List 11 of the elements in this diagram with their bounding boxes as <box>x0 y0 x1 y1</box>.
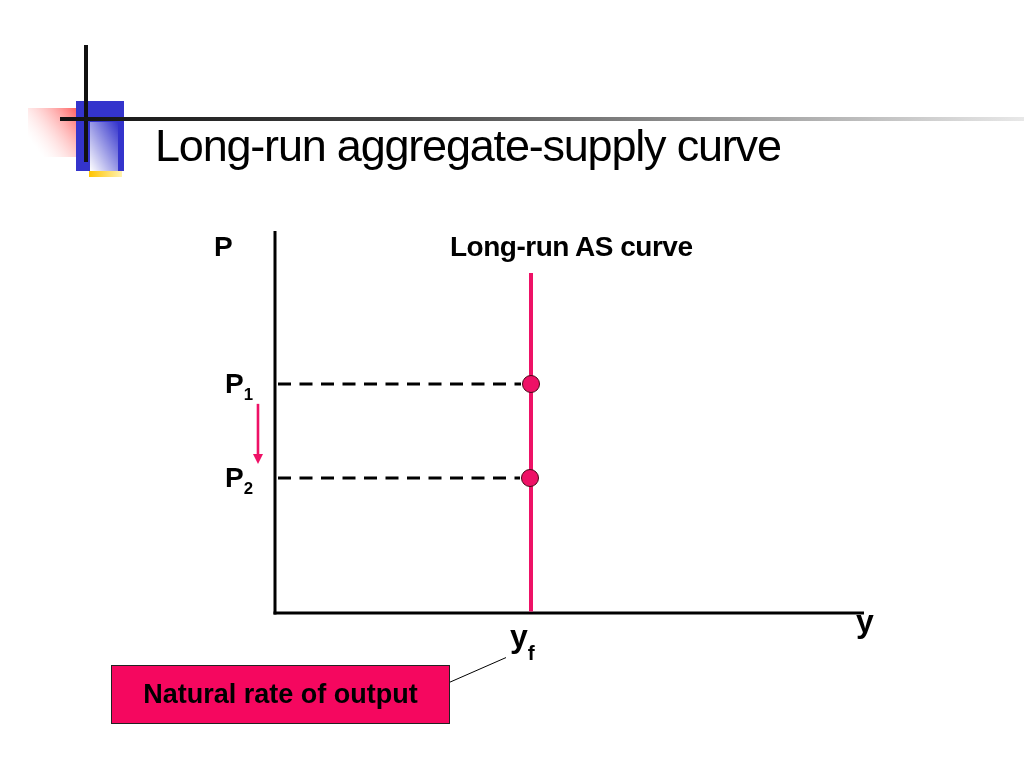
price-level-label: P$_{2}$ <box>225 464 263 498</box>
axis-label: P <box>214 233 233 261</box>
leader-line <box>449 657 507 683</box>
output-level-label: y$_{f}$ <box>506 620 535 664</box>
callout-text: Natural rate of output <box>143 681 418 708</box>
slide-title: Long-run aggregate-supply curve <box>155 123 781 168</box>
arrow <box>253 403 263 464</box>
callout-box <box>111 665 450 724</box>
curve-label: Long-run AS curve <box>450 233 693 261</box>
axis-label: y <box>856 605 874 637</box>
price-level-label: P$_{1}$ <box>225 370 263 404</box>
